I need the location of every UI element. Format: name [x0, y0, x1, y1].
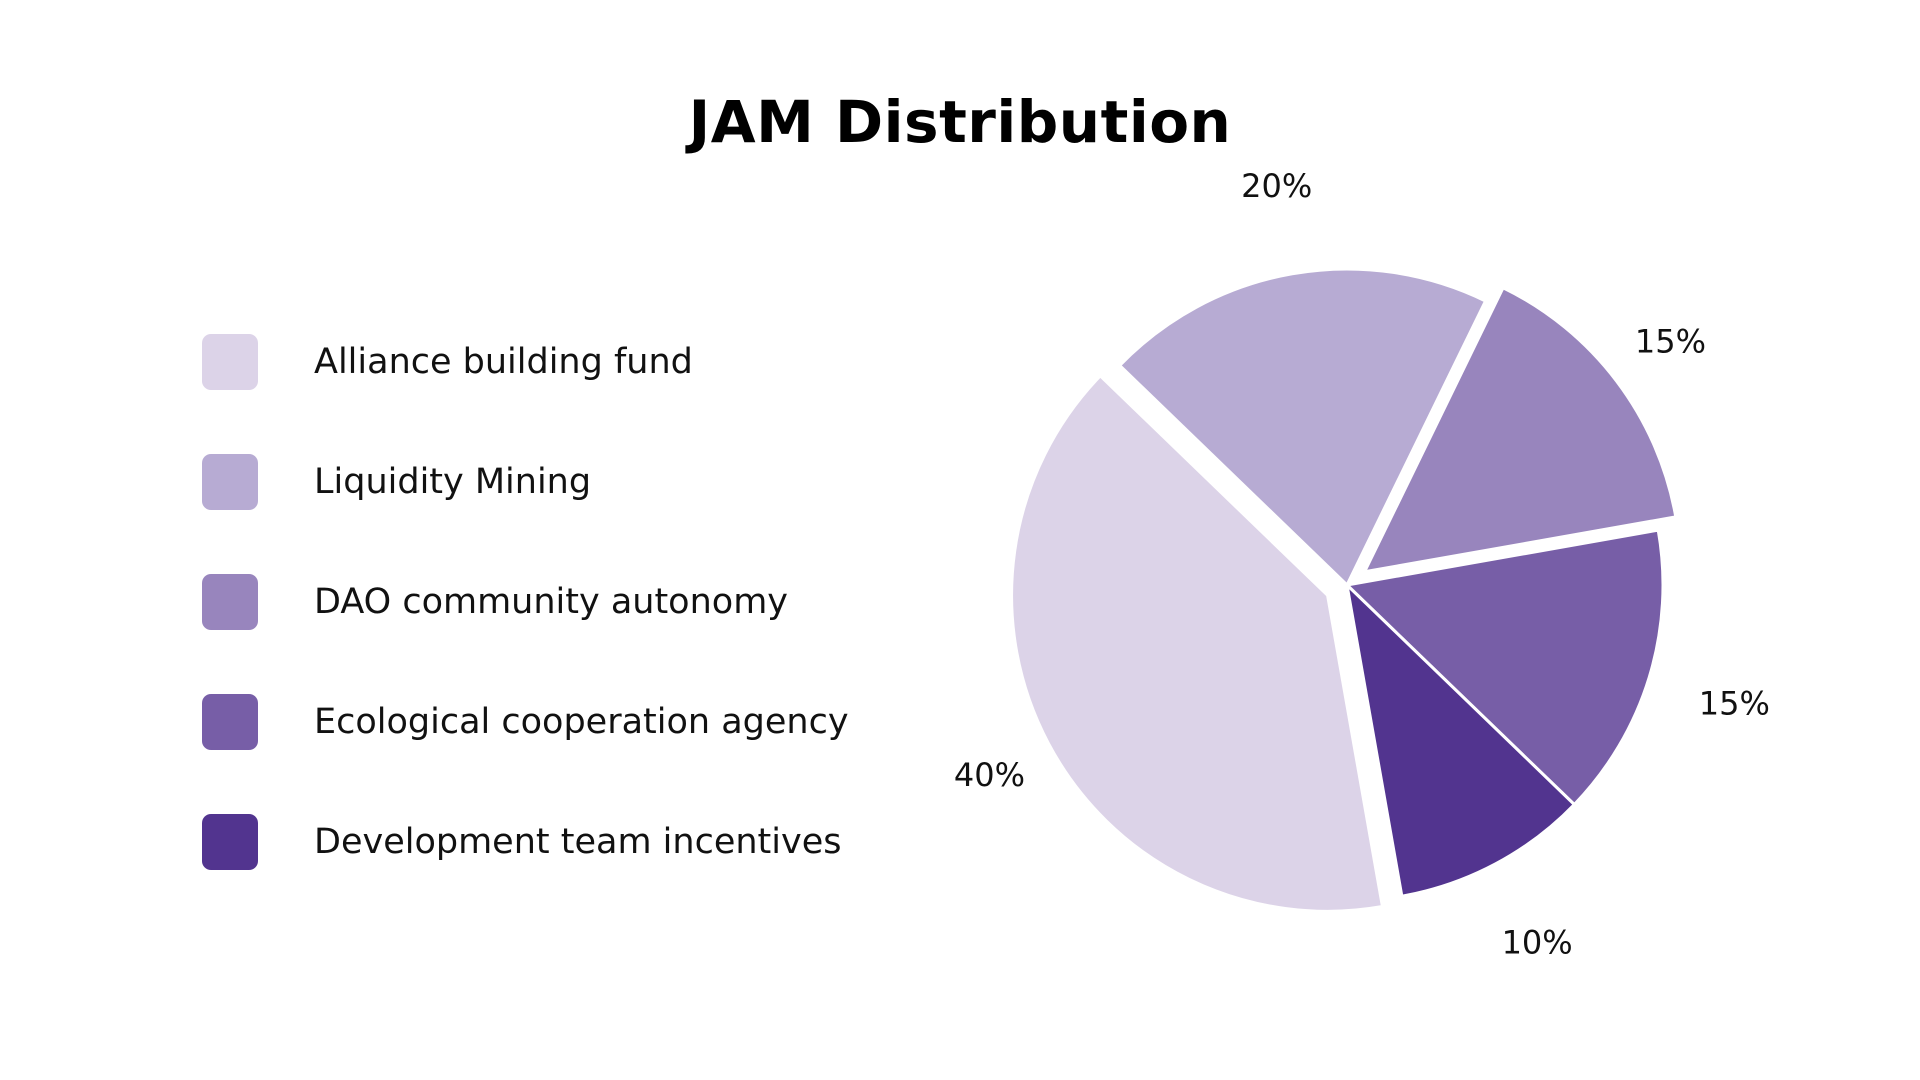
- legend-item: Development team incentives: [202, 814, 922, 934]
- pie-slice: [1345, 528, 1665, 807]
- pie-slice: [1010, 374, 1384, 913]
- pie-slice: [1118, 267, 1488, 587]
- slice-percent-label: 15%: [1635, 322, 1706, 360]
- legend: Alliance building fund Liquidity Mining …: [202, 334, 922, 934]
- legend-item: Liquidity Mining: [202, 454, 922, 574]
- legend-item: DAO community autonomy: [202, 574, 922, 694]
- legend-swatch: [202, 814, 258, 870]
- legend-swatch: [202, 574, 258, 630]
- slice-percent-label: 20%: [1241, 167, 1312, 205]
- slice-percent-label: 15%: [1699, 684, 1770, 722]
- legend-swatch: [202, 454, 258, 510]
- legend-label: DAO community autonomy: [314, 582, 789, 622]
- pie-slice: [1363, 286, 1678, 574]
- legend-label: Ecological cooperation agency: [314, 702, 849, 742]
- legend-swatch: [202, 694, 258, 750]
- legend-label: Alliance building fund: [314, 342, 693, 382]
- legend-label: Development team incentives: [314, 822, 842, 862]
- legend-label: Liquidity Mining: [314, 462, 592, 502]
- slice-percent-label: 10%: [1502, 924, 1573, 962]
- chart-title: JAM Distribution: [688, 88, 1232, 156]
- legend-swatch: [202, 334, 258, 390]
- pie-slice: [1345, 583, 1576, 898]
- legend-item: Alliance building fund: [202, 334, 922, 454]
- legend-item: Ecological cooperation agency: [202, 694, 922, 814]
- slice-percent-label: 40%: [954, 756, 1025, 794]
